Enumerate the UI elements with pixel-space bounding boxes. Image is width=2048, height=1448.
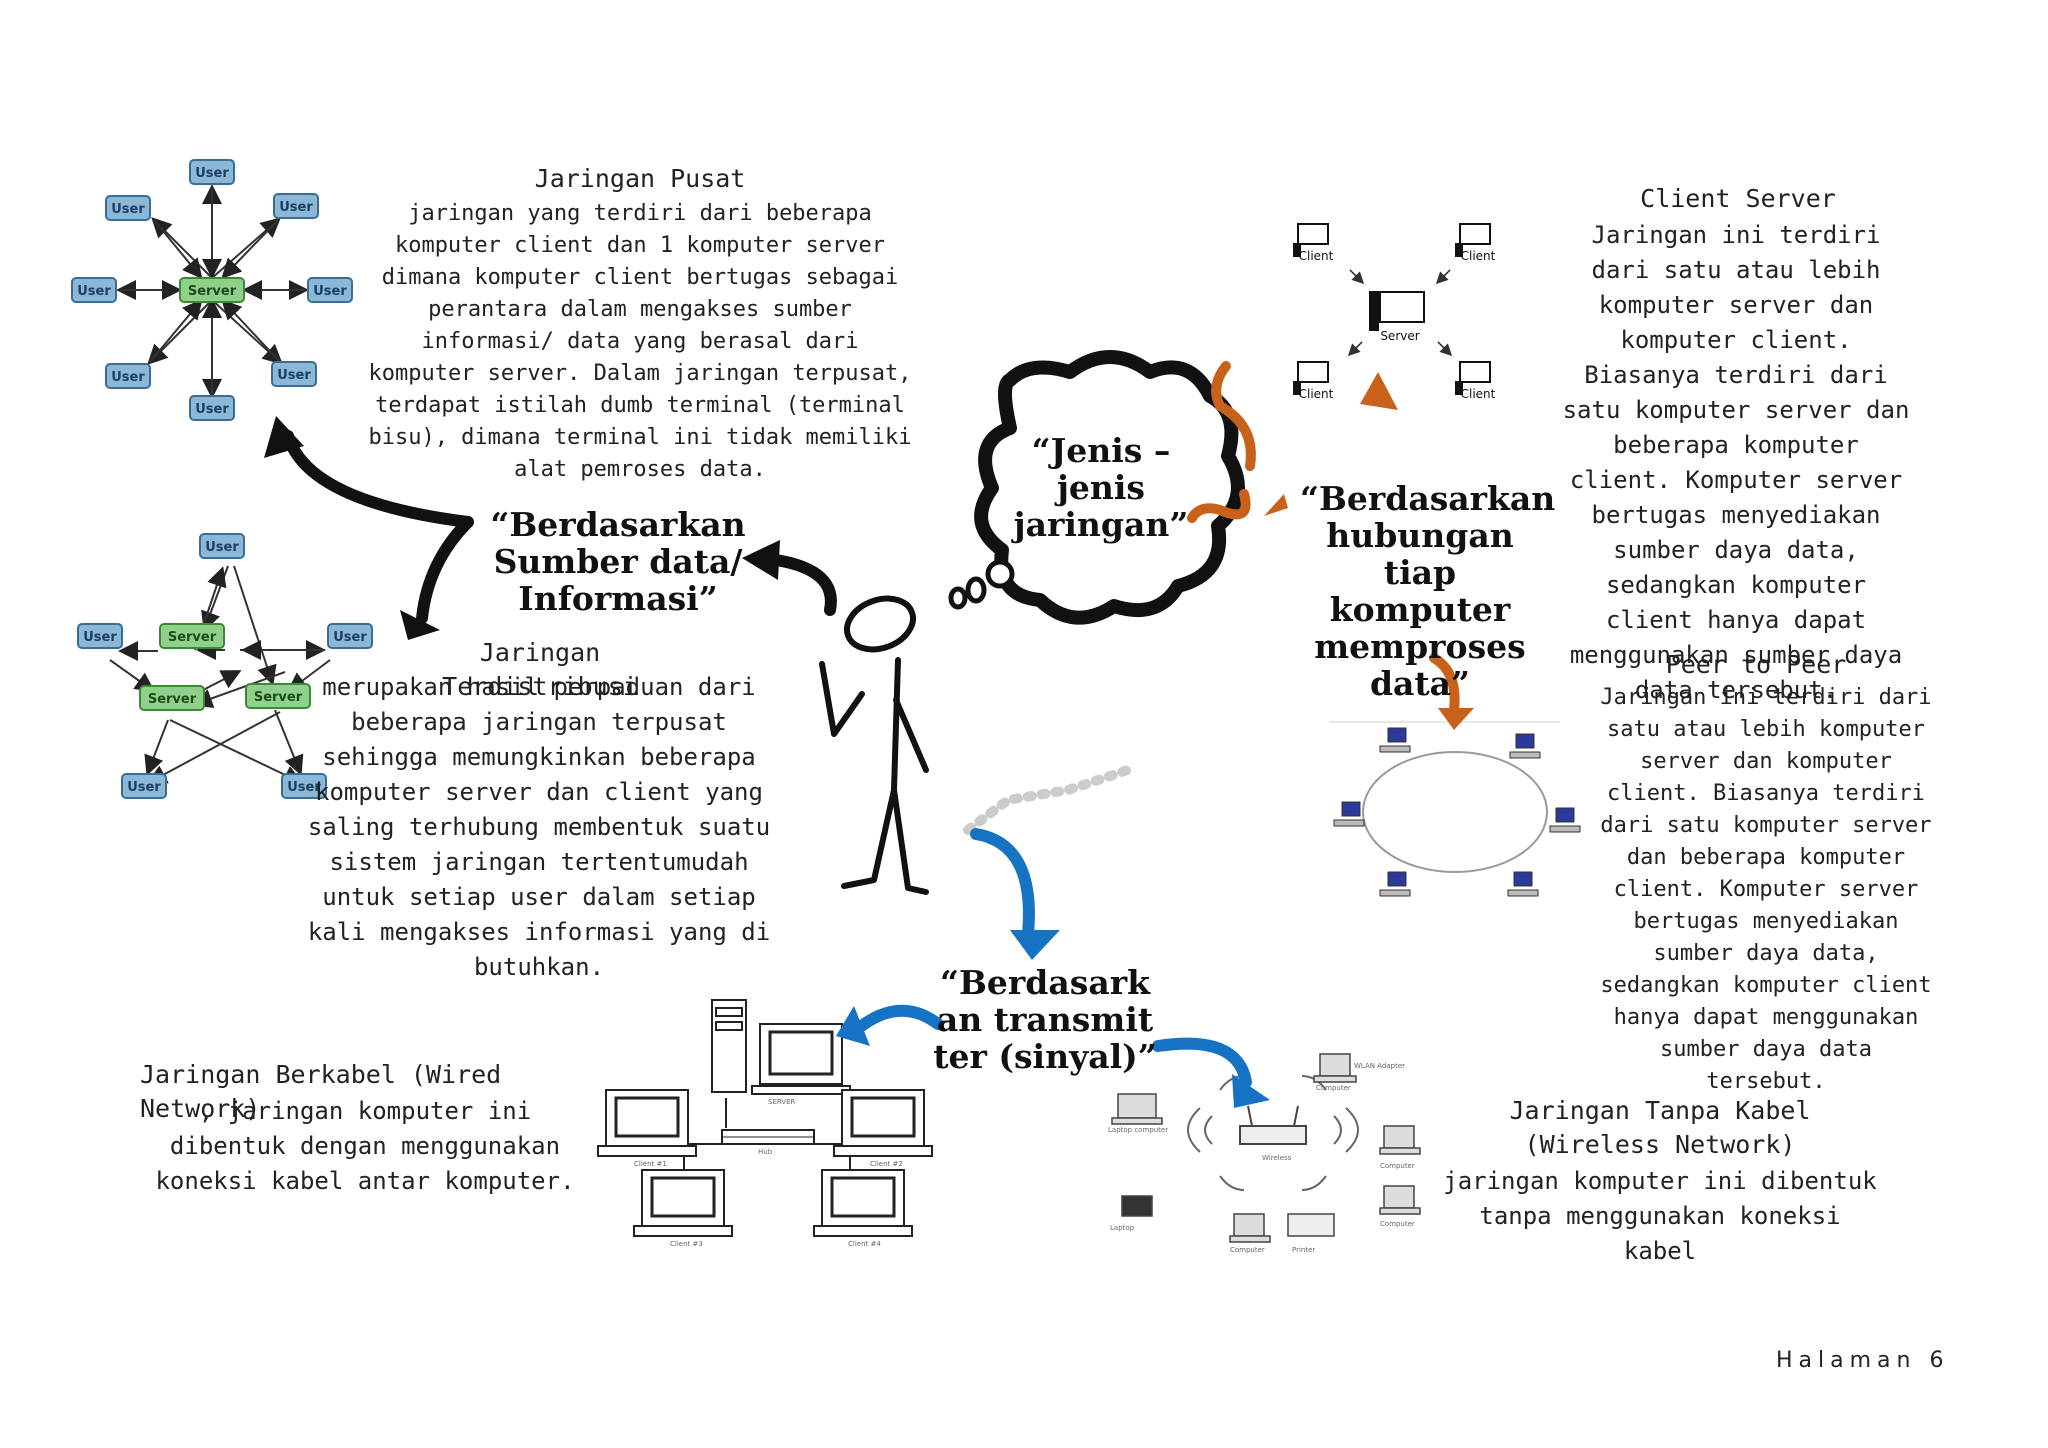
arrow-head-orange [1264,494,1288,516]
dist-server-label: Server [168,630,217,645]
arrow-head-blue [836,1006,870,1046]
star-user-label: User [195,402,229,417]
section-title-jaringan-pusat: Jaringan Pusat [534,164,746,193]
section-body-wired: , jaringan komputer ini dibentuk dengan … [155,1097,575,1195]
arrow-head-orange [1438,708,1474,730]
section-title-peer-to-peer: Peer to Peer [1665,650,1847,679]
arrow-head-blue [1232,1074,1270,1108]
dist-server-label: Server [254,690,303,705]
wireless-network-diagram: Wireless WLAN Adapter Computer Laptop co… [1108,1053,1421,1254]
section-body-peer-to-peer: Jaringan ini terdiri dari satu atau lebi… [1600,685,1932,1094]
dist-user-label: User [127,780,161,795]
thought-dot [948,586,968,610]
arrow-head-black [742,540,780,580]
section-body-jaringan-terdistribusi: merupakan hasil perpaduan dari beberapa … [307,673,771,981]
thought-cloud [974,350,1245,625]
wired-network-diagram: SERVER Hub Client #1 Client #2 Client #3… [597,999,933,1248]
dist-server-label: Server [148,692,197,707]
star-user-label: User [111,202,145,217]
arrow-orange [1187,361,1460,715]
wired-server-label: SERVER [768,1098,796,1106]
wired-client4-label: Client #4 [848,1240,881,1248]
star-user-label: User [277,368,311,383]
wired-client3-label: Client #3 [670,1240,703,1248]
wl-computer-label: Computer [1380,1220,1415,1228]
section-title-wireless: Jaringan Tanpa Kabel (Wireless Network) [1509,1096,1811,1159]
star-user-label: User [77,284,111,299]
star-topology-diagram: User User User User User Server User Use… [71,159,353,421]
section-title-wired: Jaringan Berkabel (Wired Network) [140,1060,502,1123]
star-user-label: User [195,166,229,181]
section-body-jaringan-pusat: jaringan yang terdiri dari beberapa komp… [368,201,912,482]
wl-computer-label: Computer [1230,1246,1265,1254]
branch-sumber-data: “Berdasarkan Sumber data/Informasi” [490,505,746,618]
arrow-head-orange [1360,372,1398,410]
star-server-label: Server [188,284,237,299]
wired-client1-label: Client #1 [634,1160,667,1168]
section-title-client-server: Client Server [1640,184,1836,213]
thinking-stick-figure [819,595,1133,895]
branch-hubungan-komputer: “Berdasarkan hubungan tiap komputer memp… [1300,479,1556,703]
wired-hub-label: Hub [758,1148,773,1156]
arrow-head-blue [1010,930,1060,960]
page-footer: Halaman 6 [1776,1348,1950,1373]
thought-dot [965,576,987,604]
thought-dot [985,559,1015,589]
wired-client2-label: Client #2 [870,1160,903,1168]
dist-user-label: User [287,780,321,795]
cs-client-label: Client [1299,387,1334,401]
arrow-blue [848,828,1252,1088]
dist-user-label: User [83,630,117,645]
central-topic: “Jenis – jenis jaringan” [1013,431,1189,544]
wl-adapter-label: WLAN Adapter [1354,1062,1405,1070]
wl-printer-label: Printer [1292,1246,1315,1254]
cs-client-label: Client [1461,387,1496,401]
cs-client-label: Client [1299,249,1334,263]
branch-transmitter: “Berdasarkan transmitter (sinyal)” [933,963,1157,1076]
cs-client-label: Client [1461,249,1496,263]
section-title-jaringan-terdistribusi: Jaringan Terdistribusi [442,638,638,701]
wl-laptop-computer-label: Laptop computer [1108,1126,1168,1134]
client-server-diagram: Client Client Server Client Client [1293,223,1496,401]
wl-router-label: Wireless [1262,1154,1292,1162]
wl-laptop-label: Laptop [1110,1224,1135,1232]
star-user-label: User [313,284,347,299]
peer-to-peer-diagram [1330,721,1581,897]
star-user-label: User [279,200,313,215]
cs-server-label: Server [1380,329,1419,343]
arrow-head-black [264,416,304,458]
section-body-client-server: Jaringan ini terdiri dari satu atau lebi… [1562,221,1910,704]
section-body-wireless: jaringan komputer ini dibentuk tanpa men… [1443,1167,1877,1265]
arrow-black [282,430,837,624]
distributed-topology-diagram: User User Server User Server Server User… [77,533,373,799]
dist-user-label: User [205,540,239,555]
wl-computer-label: Computer [1380,1162,1415,1170]
dist-user-label: User [333,630,367,645]
arrow-head-black [400,610,440,640]
wl-computer-label: Computer [1316,1084,1351,1092]
star-user-label: User [111,370,145,385]
